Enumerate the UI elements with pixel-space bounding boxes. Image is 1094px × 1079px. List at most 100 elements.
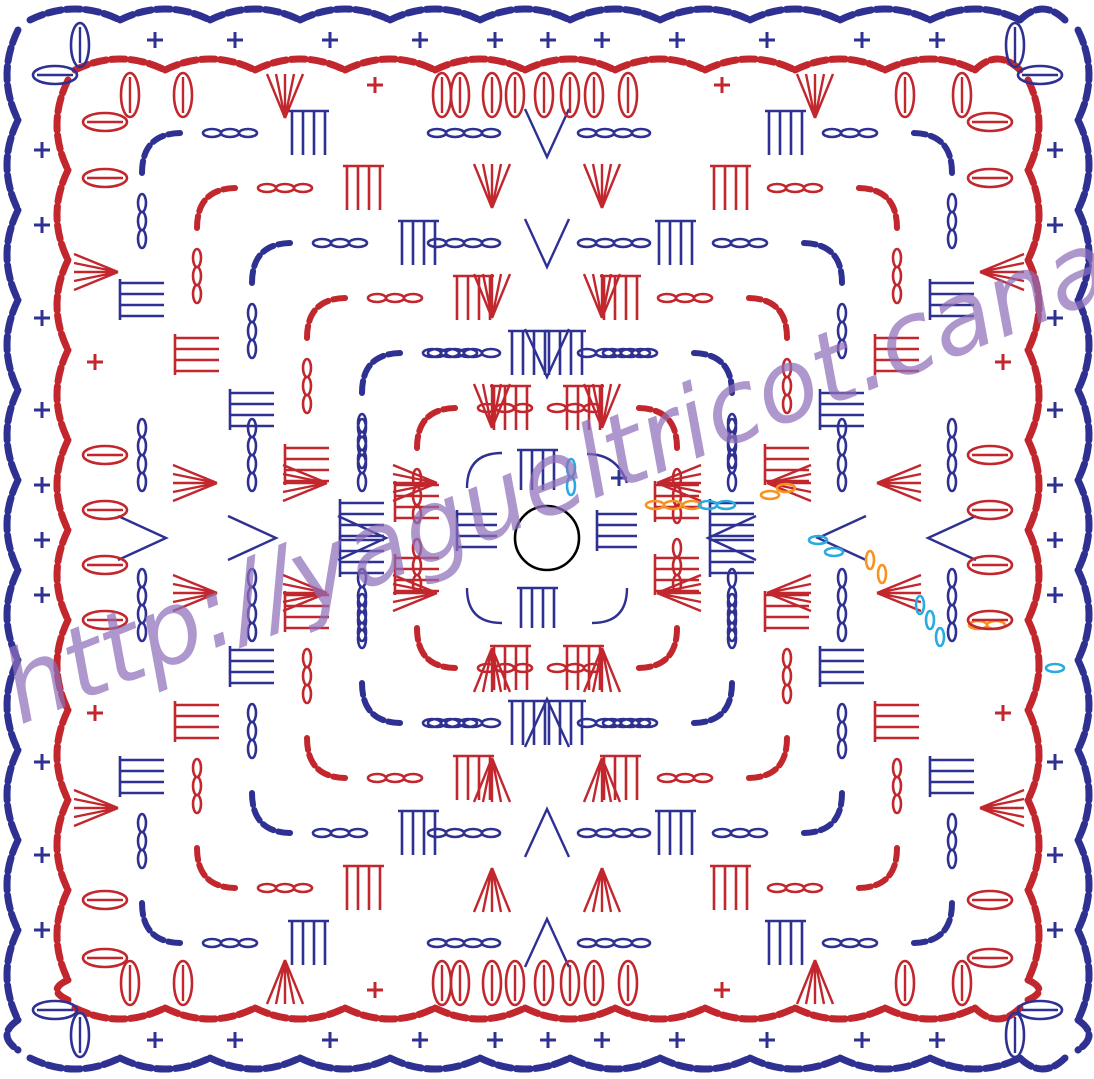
chain-loop [1078, 840, 1089, 930]
treble-group [517, 450, 558, 490]
chain-loop [1078, 300, 1089, 390]
single-crochet [34, 310, 50, 326]
chain-stitch [838, 340, 846, 358]
chain-loop [1078, 1020, 1089, 1050]
chain-stitch [138, 814, 146, 832]
chain-stitch [783, 685, 791, 703]
chain-stitch [567, 477, 575, 495]
corner-chain [307, 298, 347, 338]
chain-stitch [464, 129, 482, 137]
corner-chain [692, 683, 732, 723]
chain-loop [30, 1058, 120, 1069]
corner-chain [912, 903, 952, 943]
v-stitch [525, 919, 569, 967]
chain-stitch [313, 829, 331, 837]
chain-stitch [221, 129, 239, 137]
chain-stitch [368, 294, 386, 302]
chain-stitch [658, 774, 676, 782]
chain-stitch [838, 722, 846, 740]
treble-group [655, 811, 696, 855]
chain-stitch [749, 829, 767, 837]
chain-stitch [893, 795, 901, 813]
corner-chain [637, 408, 677, 448]
chain-stitch [578, 239, 596, 247]
chain-loop [7, 660, 18, 750]
chain-stitch [676, 774, 694, 782]
chain-stitch [258, 884, 276, 892]
chain-stitch [303, 685, 311, 703]
treble-group [597, 510, 637, 551]
fan-stitch [474, 868, 510, 912]
chain-stitch [248, 340, 256, 358]
chain-loop [7, 1020, 18, 1050]
chain-stitch [446, 719, 464, 727]
chain-stitch [248, 473, 256, 491]
chain-loop [930, 9, 1020, 20]
chain-stitch [596, 939, 614, 947]
chain-corner [467, 588, 502, 623]
diagram-marks [7, 9, 1089, 1069]
chain-stitch [728, 587, 736, 605]
chain-stitch [446, 939, 464, 947]
single-crochet [1047, 402, 1063, 418]
chain-loop [57, 980, 68, 1000]
treble-group [120, 756, 164, 797]
chain-loop [1078, 570, 1089, 660]
chain-stitch [893, 777, 901, 795]
chain-loop [435, 59, 525, 70]
single-crochet [34, 142, 50, 158]
single-crochet [759, 1032, 775, 1048]
single-crochet [34, 922, 50, 938]
chain-stitch [482, 829, 500, 837]
chain-loop [390, 9, 480, 20]
chain-stitch [248, 419, 256, 437]
chain-stitch [578, 829, 596, 837]
chain-stitch [193, 795, 201, 813]
chain-loop [660, 9, 750, 20]
chain-stitch [138, 419, 146, 437]
single-crochet [1047, 477, 1063, 493]
treble-group [398, 811, 439, 855]
chain-loop [1028, 440, 1039, 530]
chain-loop [57, 350, 68, 440]
corner-chain [857, 188, 897, 228]
treble-group [175, 334, 219, 375]
chain-stitch [303, 667, 311, 685]
chain-stitch [838, 704, 846, 722]
chain-loop [1078, 120, 1089, 210]
chain-stitch [893, 759, 901, 777]
fan-stitch [474, 164, 510, 208]
chain-stitch [276, 184, 294, 192]
v-stitch [708, 516, 756, 560]
corner-chain [912, 133, 952, 173]
chain-loop [255, 1008, 345, 1019]
single-crochet [87, 354, 103, 370]
chain-stitch [948, 419, 956, 437]
single-crochet [594, 32, 610, 48]
chain-stitch [193, 267, 201, 285]
fan-stitch [877, 465, 921, 501]
chain-stitch [632, 829, 650, 837]
corner-chain [692, 353, 732, 393]
chain-stitch [138, 437, 146, 455]
fan-stitch [584, 164, 620, 208]
chain-stitch [749, 239, 767, 247]
treble-group [820, 389, 864, 430]
chain-stitch [838, 304, 846, 322]
single-crochet [34, 402, 50, 418]
single-crochet [487, 1032, 503, 1048]
chain-stitch [893, 285, 901, 303]
chain-stitch [731, 239, 749, 247]
chain-stitch [823, 939, 841, 947]
single-crochet [34, 847, 50, 863]
chain-stitch [786, 884, 804, 892]
chain-stitch [731, 829, 749, 837]
single-crochet [34, 532, 50, 548]
chain-loop [120, 1058, 210, 1069]
treble-group [175, 701, 219, 742]
chain-stitch [859, 129, 877, 137]
chain-stitch [596, 349, 614, 357]
chain-loop [75, 1008, 165, 1019]
chain-stitch [248, 623, 256, 641]
chain-stitch [193, 777, 201, 795]
